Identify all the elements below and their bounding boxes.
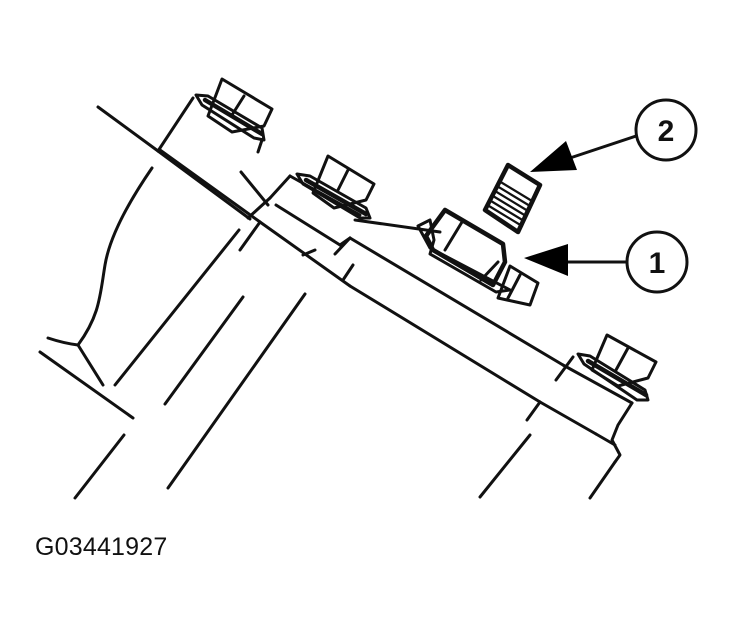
callout-2: 2 [530, 98, 698, 172]
callout-2-arrow-icon [530, 141, 577, 172]
flange-body [158, 148, 634, 500]
callout-1-number: 1 [649, 247, 666, 280]
flange-bolt-4 [576, 333, 658, 402]
callout-1: 1 [524, 230, 689, 294]
figure-id-label: G03441927 [35, 533, 168, 561]
housing-left [38, 96, 252, 500]
flange-bolt-2 [295, 154, 442, 234]
callout-1-arrow-icon [524, 244, 568, 276]
hex-nut-fitting [416, 207, 540, 307]
threaded-plug [482, 162, 543, 235]
callout-2-number: 2 [658, 115, 675, 148]
flange-bolt-1 [194, 77, 274, 154]
